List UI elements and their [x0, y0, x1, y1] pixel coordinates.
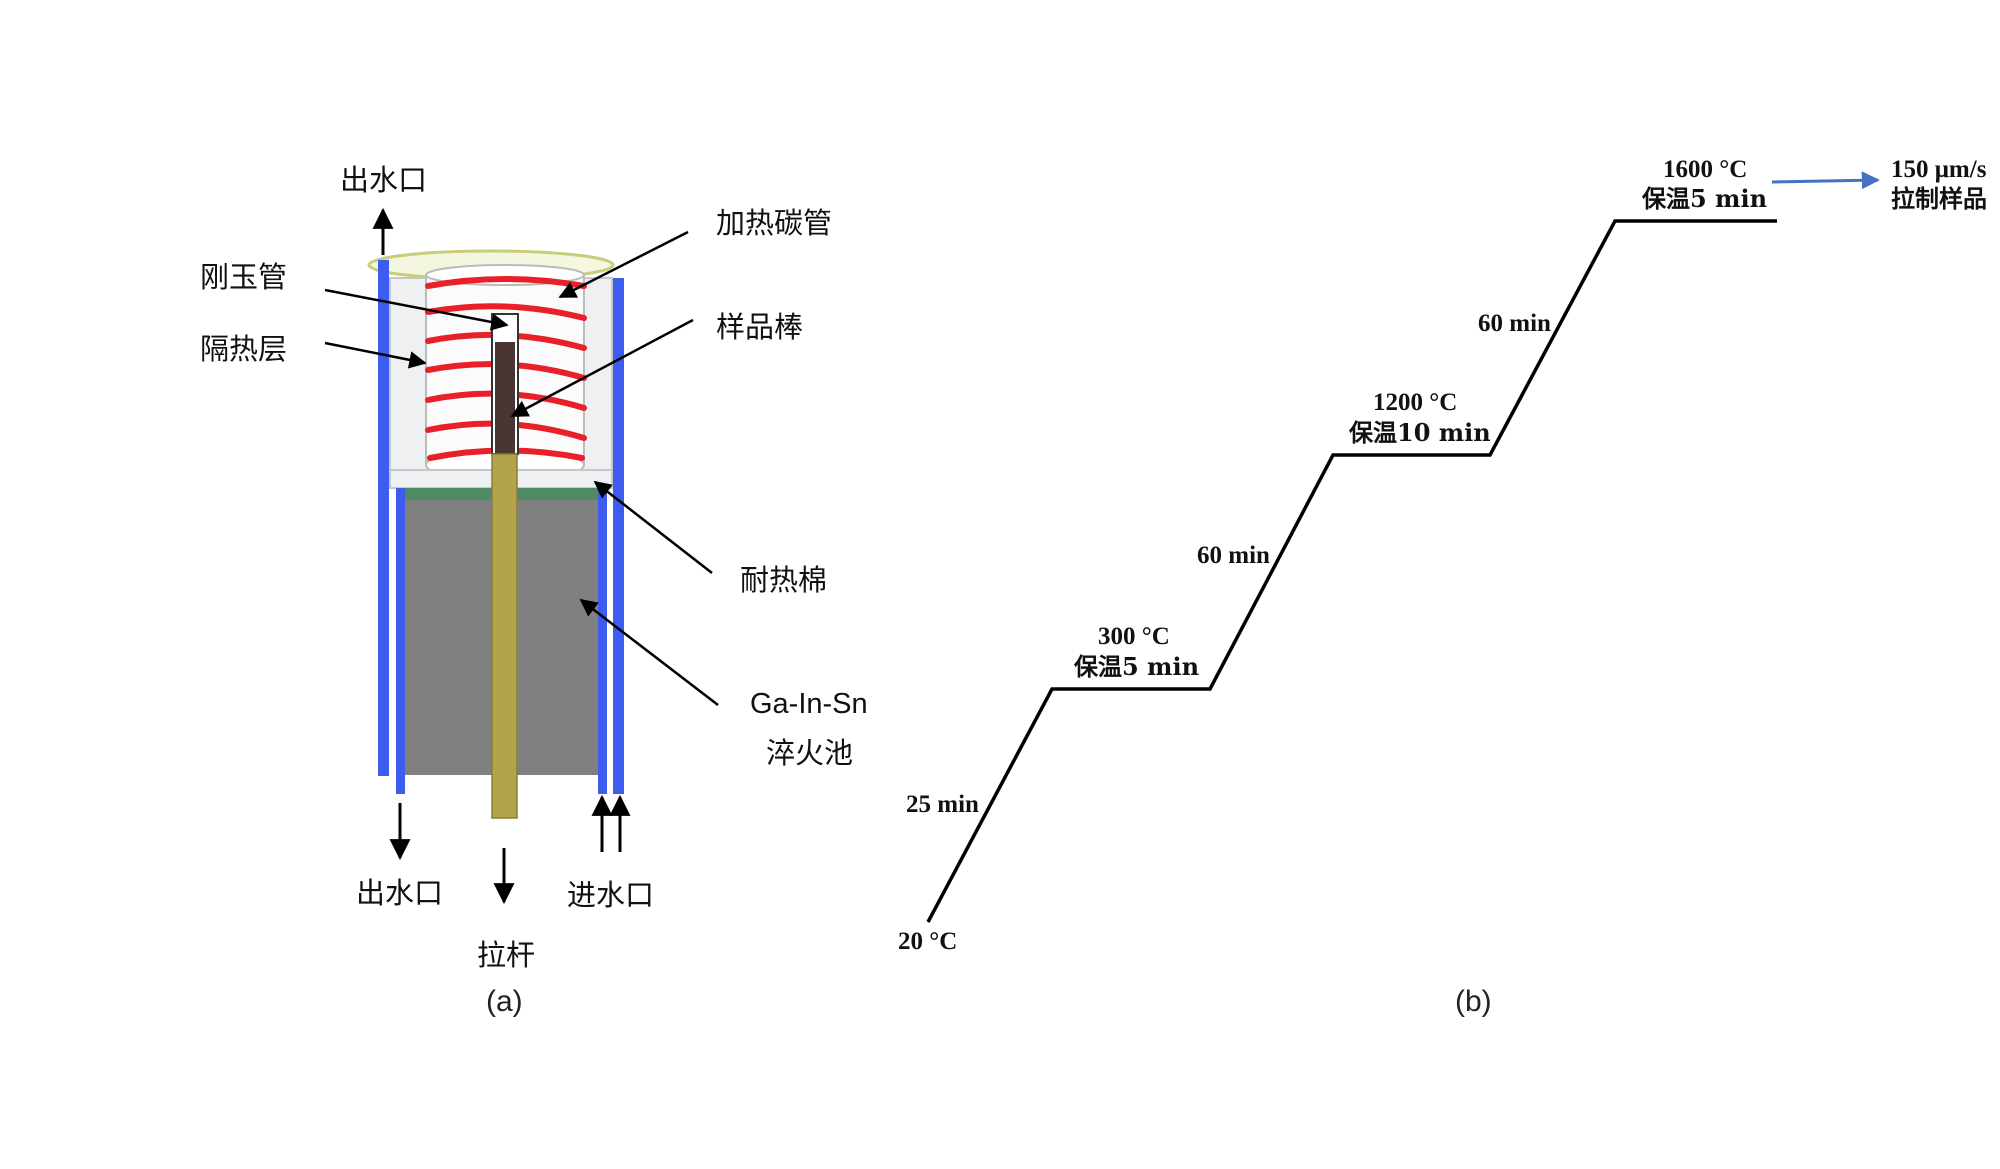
label-heating-carbon-tube: 加热碳管 — [716, 206, 832, 240]
label-outlet-bottom: 出水口 — [356, 876, 443, 910]
label-pull-rod: 拉杆 — [477, 938, 535, 972]
panel-a-apparatus: 出水口 刚玉管 隔热层 加热碳管 样品棒 耐热棉 Ga-In-Sn 淬火池 出水… — [200, 163, 868, 1018]
label-stage1-hold: 保温5 min — [1073, 652, 1199, 681]
label-corundum-tube: 刚玉管 — [200, 260, 287, 294]
temperature-profile-line — [926, 219, 1777, 923]
label-stage1-temp: 300 °C — [1098, 623, 1170, 650]
label-heat-resistant-cotton: 耐热棉 — [740, 563, 827, 597]
leader-cotton — [593, 480, 713, 574]
caption-b: (b) — [1455, 985, 1492, 1018]
sample-rod — [495, 342, 515, 454]
label-insulation-layer: 隔热层 — [200, 332, 287, 366]
leader-quench-pool — [579, 598, 719, 706]
label-stage1-time: 25 min — [906, 791, 979, 818]
panel-b-heating-profile: 20 °C 25 min 300 °C 保温5 min 60 min 1200 … — [898, 156, 1987, 1018]
label-stage2-time: 60 min — [1197, 542, 1270, 569]
pull-arrow — [1771, 171, 1880, 190]
label-quench-pool: 淬火池 — [766, 736, 853, 770]
label-start-temp: 20 °C — [898, 928, 957, 955]
label-stage2-temp: 1200 °C — [1373, 389, 1457, 416]
pull-rod — [491, 453, 518, 819]
leader-insulation — [324, 341, 427, 369]
label-inlet: 进水口 — [567, 878, 654, 912]
water-jacket-inner-right — [598, 488, 607, 794]
label-stage3-hold: 保温5 min — [1641, 184, 1767, 213]
water-jacket-inner-left — [396, 488, 405, 794]
leader-heating-tube — [558, 230, 689, 299]
label-pull-speed: 150 μm/s — [1891, 156, 1987, 183]
leader-sample-rod — [510, 318, 694, 418]
water-jacket-outer-right — [613, 278, 624, 794]
label-outlet-top: 出水口 — [340, 163, 427, 197]
label-pull-action: 拉制样品 — [1891, 184, 1987, 213]
caption-a: (a) — [486, 985, 523, 1018]
label-stage2-hold: 保温10 min — [1348, 418, 1491, 447]
label-sample-rod: 样品棒 — [716, 310, 803, 344]
water-jacket-outer-left — [378, 260, 389, 776]
label-stage3-temp: 1600 °C — [1663, 156, 1747, 183]
label-quench-alloy: Ga-In-Sn — [750, 688, 868, 720]
label-stage3-time: 60 min — [1478, 310, 1551, 337]
leader-corundum-tube — [324, 288, 509, 331]
